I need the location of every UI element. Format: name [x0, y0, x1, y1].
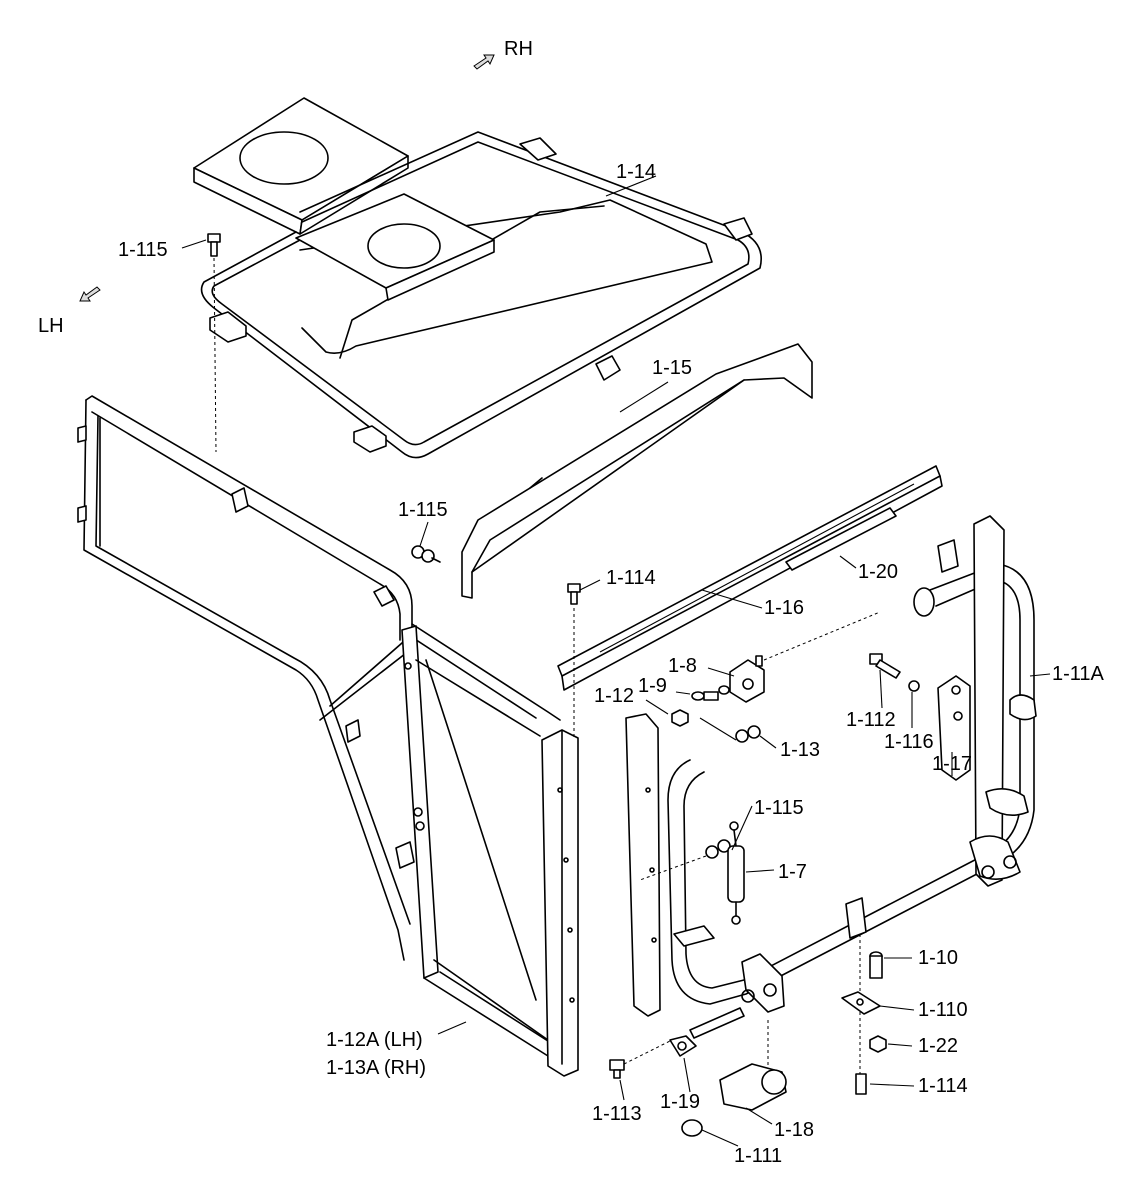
bolt-1-115-lower: [705, 839, 731, 859]
callout-1-17: 1-17: [932, 753, 972, 775]
callout-1-115-lower: 1-115: [754, 797, 804, 819]
callout-1-113: 1-113: [592, 1103, 642, 1125]
nut-1-12: [671, 709, 689, 727]
callout-1-9: 1-9: [638, 675, 667, 697]
washer-1-116: [908, 680, 920, 692]
callout-1-13: 1-13: [780, 739, 820, 761]
callout-1-13a: 1-13A (RH): [326, 1057, 426, 1079]
callout-1-16: 1-16: [764, 597, 804, 619]
callout-1-112: 1-112: [846, 709, 896, 731]
nut-1-22: [869, 1035, 887, 1053]
bolt-1-115-top: [207, 233, 221, 257]
gas-spring-1-7: [727, 821, 745, 925]
roof-frame-part: [193, 97, 762, 459]
callout-1-116: 1-116: [884, 731, 934, 753]
hinge-1-8: [729, 655, 765, 703]
bushing-1-111: [681, 1119, 703, 1137]
callout-1-12a: 1-12A (LH): [326, 1029, 423, 1051]
bolt-1-13: [735, 725, 761, 743]
callout-1-8: 1-8: [668, 655, 697, 677]
side-frame-part: [77, 395, 579, 1077]
plate-1-110: [841, 991, 881, 1015]
pin-1-9: [691, 685, 730, 701]
seal-strip-part: [785, 507, 897, 571]
bolt-1-112: [869, 653, 901, 679]
rail-part: [557, 465, 943, 691]
callout-1-11a: 1-11A: [1052, 663, 1105, 685]
callout-1-115-mid: 1-115: [398, 499, 448, 521]
callout-1-15: 1-15: [652, 357, 692, 379]
callout-1-7: 1-7: [778, 861, 807, 883]
callout-1-10: 1-10: [918, 947, 958, 969]
lh-direction-arrow: [79, 286, 101, 302]
callout-1-110: 1-110: [918, 999, 968, 1021]
callout-1-111: 1-111: [734, 1145, 782, 1167]
bolt-1-114-top: [567, 583, 581, 605]
door-frame-part: [625, 515, 1037, 1017]
callout-1-19: 1-19: [660, 1091, 700, 1113]
bracket-1-17: [937, 675, 971, 781]
bolt-1-115-mid: [411, 545, 441, 563]
rh-label: RH: [504, 38, 533, 60]
rh-direction-arrow: [473, 54, 495, 70]
link-1-19: [669, 1007, 745, 1057]
lh-label: LH: [38, 315, 64, 337]
bolt-1-114-lower: [855, 1073, 867, 1095]
callout-1-22: 1-22: [918, 1035, 958, 1057]
callout-1-18: 1-18: [774, 1119, 814, 1141]
leader-lines: [181, 175, 1051, 1147]
callout-1-14: 1-14: [616, 161, 656, 183]
callout-1-114-top: 1-114: [606, 567, 656, 589]
clamp-1-18: [719, 1063, 787, 1111]
bolt-1-113: [609, 1059, 625, 1079]
callout-1-114-lower: 1-114: [918, 1075, 968, 1097]
callout-1-20: 1-20: [858, 561, 898, 583]
callout-1-115-top: 1-115: [118, 239, 168, 261]
cross-member-part: [461, 343, 813, 599]
callout-1-12: 1-12: [594, 685, 634, 707]
pin-1-10: [869, 951, 883, 979]
